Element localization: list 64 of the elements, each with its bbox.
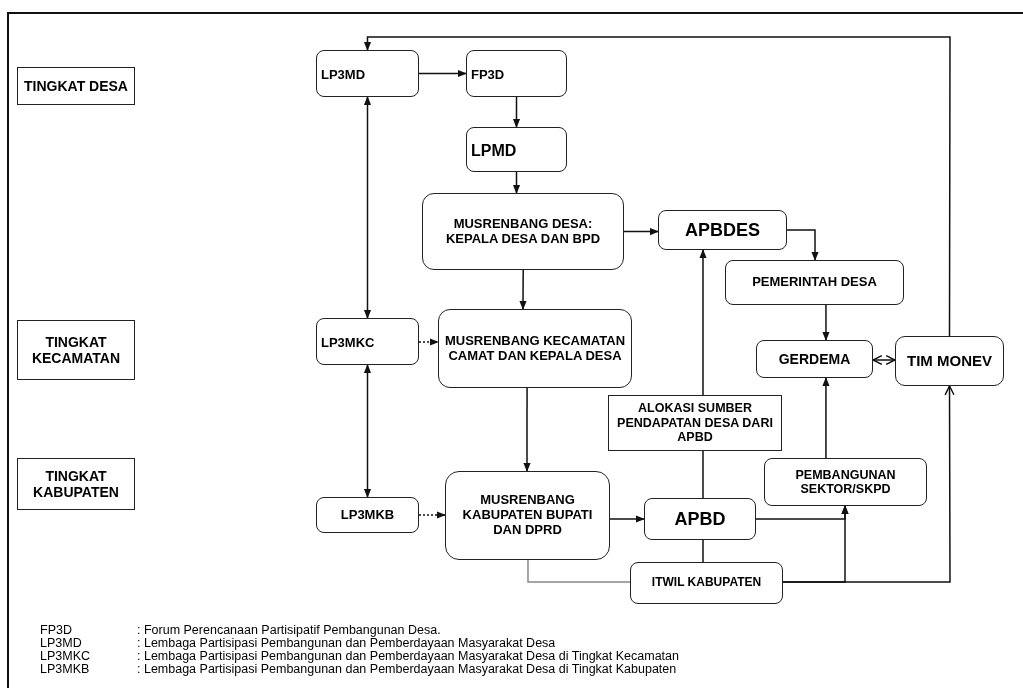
process-box bbox=[895, 336, 1004, 386]
box-label: FP3D bbox=[471, 68, 505, 83]
definition-text: : Lembaga Partisipasi Pembangunan dan Pemberdayaan Masyarakat Desa bbox=[137, 637, 556, 650]
process-box bbox=[466, 127, 567, 172]
box-label: PEMBANGUNAN SEKTOR/SKPD bbox=[794, 467, 897, 497]
process-box bbox=[466, 50, 567, 97]
process-box bbox=[445, 471, 610, 560]
arrow bbox=[512, 96, 521, 128]
process-box bbox=[725, 260, 904, 305]
box-label: MUSRENBANG DESA: KEPALA DESA DAN BPD bbox=[444, 216, 602, 247]
box-label: TINGKAT DESA bbox=[24, 77, 128, 95]
level-box bbox=[17, 320, 135, 380]
box-label: TIM MONEV bbox=[907, 352, 992, 370]
process-box bbox=[756, 340, 873, 378]
arrow bbox=[363, 96, 372, 319]
box-label: MUSRENBANG KECAMATAN CAMAT DAN KEPALA DESA bbox=[443, 333, 627, 364]
allocation-box bbox=[608, 395, 782, 451]
box-label: TINGKAT KECAMATAN bbox=[30, 333, 122, 367]
process-box bbox=[658, 210, 787, 250]
abbreviation: LP3MKC bbox=[40, 650, 91, 663]
arrow bbox=[418, 511, 446, 519]
definition-text: : Lembaga Partisipasi Pembangunan dan Pemberdayaan Masyarakat Desa di Tingkat Kecamatan bbox=[137, 650, 679, 663]
abbreviation: LP3MKB bbox=[40, 663, 90, 676]
process-box bbox=[316, 497, 419, 533]
box-label: MUSRENBANG KABUPATEN BUPATI DAN DPRD bbox=[461, 493, 594, 538]
arrow bbox=[782, 385, 955, 583]
box-label: PEMERINTAH DESA bbox=[752, 275, 877, 290]
arrow bbox=[609, 515, 645, 523]
box-label: APBDES bbox=[685, 219, 760, 241]
arrow bbox=[363, 36, 951, 337]
box-label: LPMD bbox=[471, 142, 517, 161]
definition-text: : Forum Perencanaan Partisipatif Pembangunan Desa. bbox=[137, 624, 441, 637]
arrow bbox=[512, 171, 521, 194]
arrow bbox=[699, 249, 707, 396]
process-box bbox=[316, 50, 419, 97]
level-box bbox=[17, 67, 135, 105]
arrow bbox=[822, 377, 830, 459]
box-label: APBD bbox=[674, 508, 726, 530]
arrow bbox=[418, 69, 467, 78]
box-label: TINGKAT KABUPATEN bbox=[32, 467, 120, 501]
definition-text: : Lembaga Partisipasi Pembangunan dan Pemberdayaan Masyarakat Desa di Tingkat Kabupaten bbox=[137, 663, 677, 676]
process-box bbox=[764, 458, 927, 506]
level-box bbox=[17, 458, 135, 510]
box-label: ITWIL KABUPATEN bbox=[651, 576, 762, 590]
box-label: LP3MKB bbox=[340, 507, 395, 523]
arrow bbox=[786, 229, 819, 261]
arrow bbox=[872, 354, 896, 366]
box-label: GERDEMA bbox=[778, 350, 851, 368]
abbreviation: LP3MD bbox=[40, 637, 82, 650]
process-box bbox=[422, 193, 624, 270]
box-label: LP3MD bbox=[321, 68, 366, 83]
arrow bbox=[822, 304, 830, 341]
box-label: LP3MKC bbox=[321, 336, 375, 351]
process-box bbox=[644, 498, 756, 540]
arrow bbox=[418, 338, 439, 346]
abbreviation: FP3D bbox=[40, 624, 72, 637]
arrow bbox=[623, 228, 659, 236]
arrow bbox=[519, 269, 527, 310]
box-label: ALOKASI SUMBER PENDAPATAN DESA DARI APBD bbox=[616, 401, 774, 445]
arrow bbox=[363, 364, 372, 498]
process-box bbox=[438, 309, 632, 388]
arrow bbox=[523, 387, 531, 472]
process-box bbox=[630, 562, 783, 604]
process-box bbox=[316, 318, 419, 365]
